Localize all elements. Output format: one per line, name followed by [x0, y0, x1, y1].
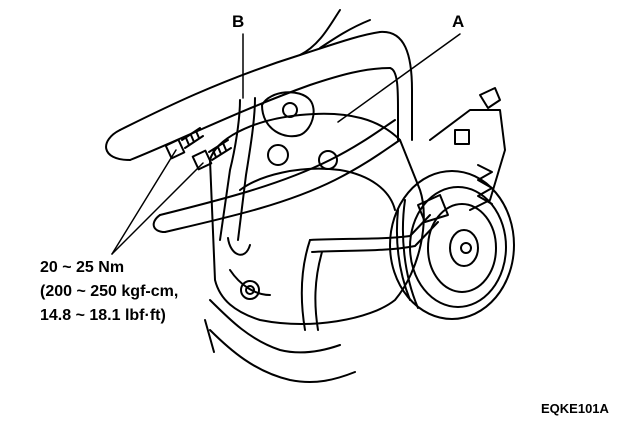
valve-block	[261, 91, 315, 138]
long-pipe-down	[300, 239, 311, 331]
clutch-center	[460, 242, 472, 254]
long-pipe-lower	[311, 221, 439, 253]
clutch-pulley-outer	[389, 170, 515, 320]
leader-a	[337, 33, 461, 123]
valve-port	[282, 102, 298, 118]
long-pipe-down-2	[314, 251, 323, 331]
lower-hose-2	[209, 329, 356, 383]
upper-hose-extension	[299, 9, 341, 56]
pipe-a	[159, 119, 396, 216]
leader-torque-2	[111, 162, 204, 255]
leader-torque-1	[111, 149, 177, 255]
bolt-lower	[191, 139, 232, 171]
hose-bend-right-inner	[389, 67, 399, 141]
figure-code: EQKE101A	[541, 401, 609, 416]
torque-lbf-ft: 14.8 ~ 18.1 lbf·ft)	[40, 307, 166, 324]
pipe-a-lower	[164, 139, 401, 233]
long-pipe	[309, 214, 431, 241]
clutch-hub	[449, 229, 479, 267]
fitting-center	[318, 150, 338, 170]
compressor-body-inner	[239, 167, 396, 211]
pipe-a-end	[152, 214, 166, 233]
pulley-groove-1	[395, 209, 411, 301]
lower-hose-end	[204, 319, 215, 353]
refrigerant-line-b-2	[237, 97, 256, 241]
refrigerant-line-b	[219, 99, 241, 241]
torque-nm: 20 ~ 25 Nm	[40, 259, 125, 276]
bracket-coil	[477, 164, 493, 205]
fitting-left	[267, 144, 289, 166]
bolt-upper	[164, 127, 204, 160]
upper-hose-lower-edge	[129, 67, 391, 161]
upper-hose-extension-2	[319, 19, 371, 49]
callout-b: B	[232, 12, 245, 31]
bracket-tab	[417, 194, 449, 223]
callout-a: A	[452, 12, 465, 31]
clutch-pulley-ring-1	[409, 186, 507, 308]
upper-hose	[119, 31, 381, 131]
compressor-mount-ear	[229, 269, 271, 296]
line-b-clamp	[227, 237, 251, 256]
bracket-upper-right	[429, 109, 506, 211]
hose-bend-right	[379, 30, 413, 141]
clutch-pulley-ring-2	[427, 203, 497, 293]
mount-bolt-lower	[240, 280, 260, 300]
bracket-fastener	[454, 129, 470, 145]
hose-curve-top-left	[105, 129, 131, 161]
torque-specification: 20 ~ 25 Nm (200 ~ 250 kgf-cm, 14.8 ~ 18.…	[40, 256, 178, 328]
lower-hose	[209, 299, 341, 354]
mount-bolt-lower-inner	[245, 285, 255, 295]
torque-kgf-cm: (200 ~ 250 kgf-cm,	[40, 283, 179, 300]
bracket-arm	[479, 87, 501, 109]
pulley-groove-2	[401, 199, 419, 309]
